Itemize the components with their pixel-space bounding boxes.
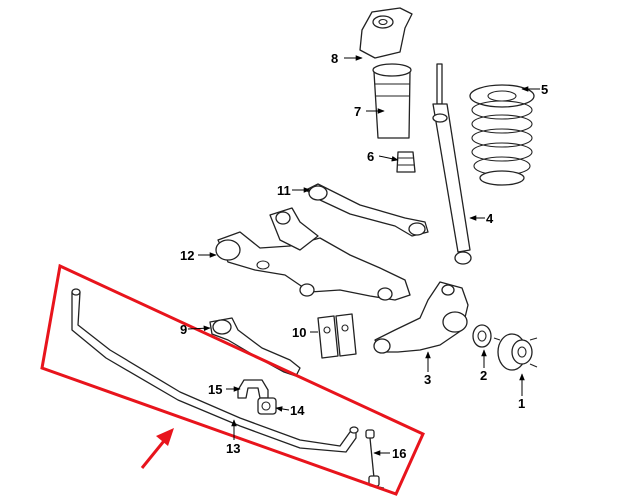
callout-8: 8	[331, 51, 338, 66]
callout-6: 6	[367, 149, 374, 164]
callout-3: 3	[424, 372, 431, 387]
dust-boot	[372, 63, 412, 139]
callout-15: 15	[208, 382, 222, 397]
callout-1: 1	[518, 396, 525, 411]
callout-5: 5	[541, 82, 548, 97]
leader-9	[187, 325, 211, 332]
bump-stop	[396, 151, 416, 173]
wheel-hub	[493, 333, 538, 371]
callout-9: 9	[180, 322, 187, 337]
toe-link	[209, 317, 301, 377]
callout-14: 14	[290, 403, 305, 418]
callout-7: 7	[354, 104, 361, 119]
leader-6	[378, 155, 399, 162]
wheel-bearing	[472, 324, 492, 348]
stabilizer-bar	[71, 288, 359, 453]
coil-spring	[469, 84, 535, 186]
bracket	[317, 313, 357, 359]
stabilizer-bushing	[257, 397, 277, 415]
knuckle	[373, 281, 469, 354]
highlight-box	[40, 263, 425, 496]
callout-16: 16	[392, 446, 406, 461]
callout-13: 13	[226, 441, 240, 456]
upper-control-arm	[305, 183, 429, 237]
shock-absorber	[432, 63, 472, 265]
callout-12: 12	[180, 248, 194, 263]
upper-shock-mount	[359, 7, 413, 59]
callout-4: 4	[486, 211, 494, 226]
callout-10: 10	[292, 325, 306, 340]
leader-14	[275, 406, 290, 412]
bushing-clamp	[237, 379, 269, 399]
callout-11: 11	[277, 183, 291, 198]
lower-control-arm	[215, 207, 411, 301]
stabilizer-link	[365, 429, 385, 489]
callout-2: 2	[480, 368, 487, 383]
red-arrow	[140, 428, 174, 469]
